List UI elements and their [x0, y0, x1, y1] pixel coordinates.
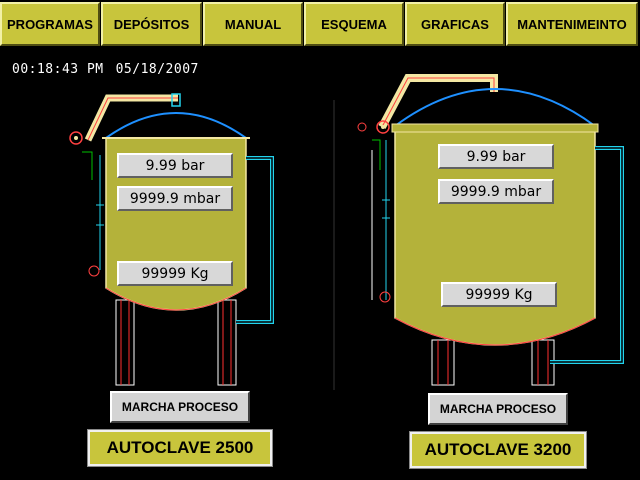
tank2-jacket	[371, 139, 391, 303]
tank2-run-process-button[interactable]: MARCHA PROCESO	[428, 393, 568, 425]
nav-programas-button[interactable]: PROGRAMAS	[0, 2, 100, 46]
tank2-pressure-bar-readout: 9.99 bar	[438, 144, 554, 169]
time-label: 00:18:43 PM	[12, 62, 104, 77]
tank2-weight-readout: 99999 Kg	[441, 282, 557, 307]
tank2-legs	[431, 339, 555, 386]
top-nav: PROGRAMAS DEPÓSITOS MANUAL ESQUEMA GRAFI…	[0, 2, 640, 48]
tank1-dome	[105, 112, 247, 139]
autoclave-2500-vessel	[69, 93, 274, 386]
tank2-inlet-pipe	[357, 74, 498, 134]
nav-depositos-button[interactable]: DEPÓSITOS	[101, 2, 202, 46]
tank1-pressure-bar-readout: 9.99 bar	[117, 153, 233, 178]
tank1-inlet-pipe	[69, 93, 181, 145]
autoclave-2500-button[interactable]: AUTOCLAVE 2500	[87, 429, 273, 467]
tank1-run-process-button[interactable]: MARCHA PROCESO	[110, 391, 250, 423]
tank1-pressure-mbar-readout: 9999.9 mbar	[117, 186, 233, 211]
tank2-dome	[394, 88, 596, 127]
nav-esquema-button[interactable]: ESQUEMA	[304, 2, 404, 46]
autoclave-3200-vessel	[357, 74, 624, 386]
tank1-legs	[115, 299, 237, 386]
nav-manual-button[interactable]: MANUAL	[203, 2, 303, 46]
tank1-weight-readout: 99999 Kg	[117, 261, 233, 286]
autoclave-3200-button[interactable]: AUTOCLAVE 3200	[409, 431, 587, 469]
date-label: 05/18/2007	[115, 62, 199, 77]
nav-graficas-button[interactable]: GRAFICAS	[405, 2, 505, 46]
tank1-jacket	[82, 151, 104, 277]
datetime-readout: 00:18:43 PM 05/18/2007	[12, 62, 211, 77]
nav-mantenimiento-button[interactable]: MANTENIMEINTO	[506, 2, 638, 46]
tank2-pressure-mbar-readout: 9999.9 mbar	[438, 179, 554, 204]
